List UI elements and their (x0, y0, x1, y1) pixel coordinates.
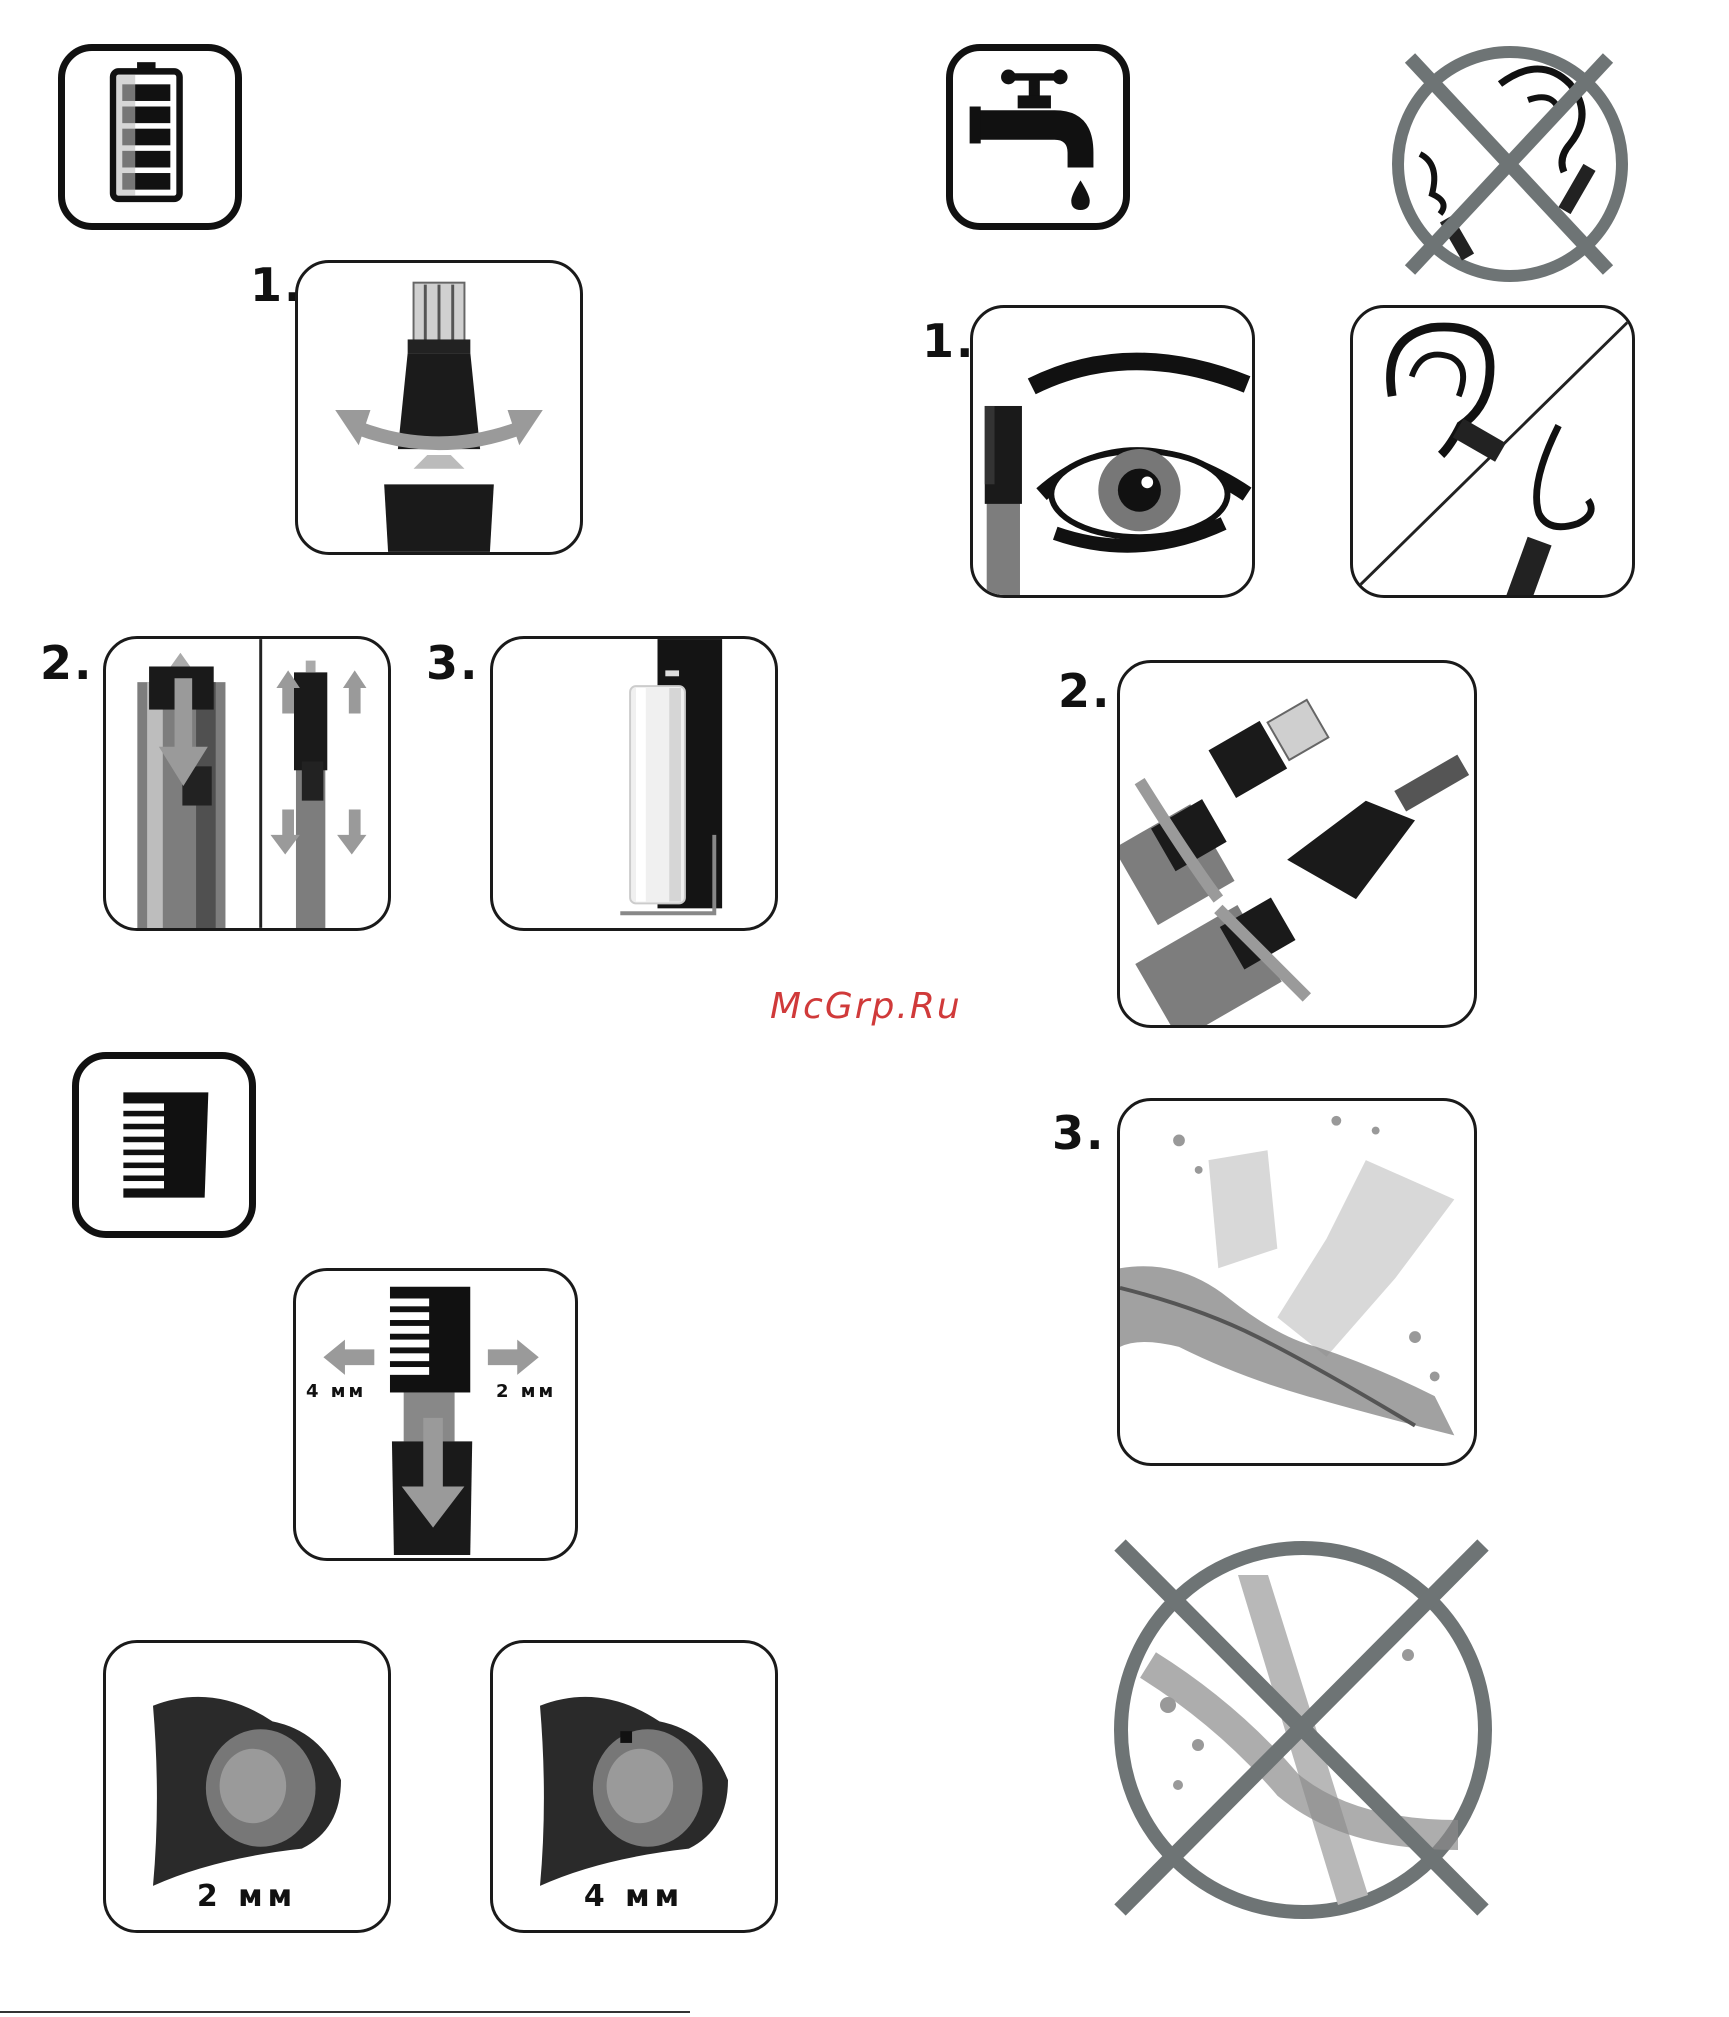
step-number: 2. (1058, 668, 1111, 714)
watermark: McGrp.Ru (770, 986, 962, 1027)
water-tap-icon-box (946, 44, 1130, 230)
water-tap-icon (953, 51, 1123, 223)
attachment-size-label: 2 мм (106, 1879, 388, 1914)
comb-icon-box (72, 1052, 256, 1238)
open-compartment-panel (103, 636, 391, 931)
eyebrow-trim-panel (970, 305, 1255, 598)
attachment-2mm-panel: 2 мм (103, 1640, 391, 1933)
prohibited-icon (1380, 44, 1640, 284)
attachment-size-label: 4 мм (493, 1879, 775, 1914)
ear-nose-trim-panel (1350, 305, 1635, 598)
battery-icon (65, 51, 235, 223)
prohibited-ear-nose (1380, 44, 1640, 284)
comb-adjust-panel: 4 мм 2 мм (293, 1268, 578, 1561)
battery-icon-box (58, 44, 242, 230)
comb-left-label: 4 мм (306, 1381, 366, 1402)
step-number: 3. (1052, 1110, 1105, 1156)
rinse-heads-panel (1117, 1098, 1477, 1466)
comb-icon (79, 1059, 249, 1231)
prohibited-icon (1108, 1535, 1498, 1920)
prohibited-rinse-body (1108, 1535, 1498, 1920)
insert-battery-panel (490, 636, 778, 931)
comb-right-label: 2 мм (496, 1381, 556, 1402)
divider (0, 2011, 690, 2013)
step-number: 2. (40, 640, 93, 686)
step-number: 1. (922, 318, 975, 364)
attachment-4mm-panel: 4 мм (490, 1640, 778, 1933)
step-number: 3. (426, 640, 479, 686)
twist-cap-panel (295, 260, 583, 555)
remove-heads-panel (1117, 660, 1477, 1028)
